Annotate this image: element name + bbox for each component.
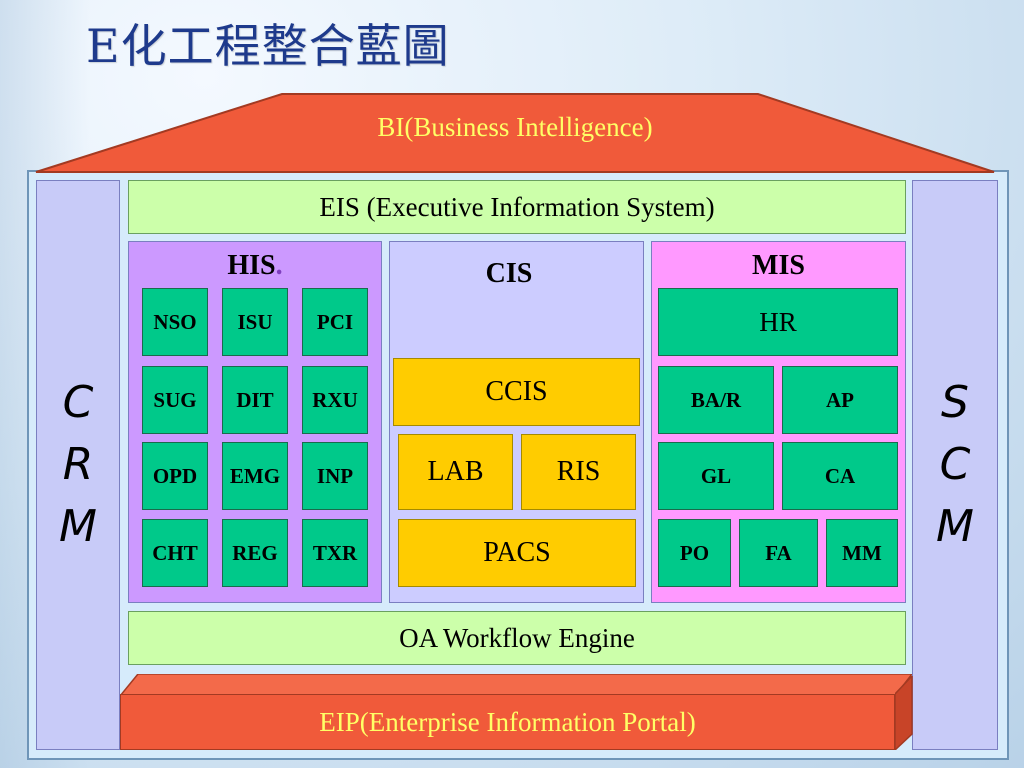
his-title: HIS. [227,250,283,281]
module-txr: TXR [302,519,368,587]
module-ba-r: BA/R [658,366,774,434]
eis-bar: EIS (Executive Information System) [128,180,906,234]
module-reg: REG [222,519,288,587]
module-ap: AP [782,366,898,434]
module-cht: CHT [142,519,208,587]
eis-label: EIS (Executive Information System) [319,191,715,222]
bi-roof [35,93,995,173]
eip-base: EIP(Enterprise Information Portal) [120,694,895,750]
module-rxu: RXU [302,366,368,434]
module-dit: DIT [222,366,288,434]
crm-pillar: C R M [36,180,120,750]
module-sug: SUG [142,366,208,434]
crm-label: C R M [59,377,97,552]
eip-top-face [120,674,912,696]
eip-side-face [895,676,913,750]
module-pacs: PACS [398,519,636,587]
oa-label: OA Workflow Engine [399,622,635,653]
scm-pillar: S C M [912,180,998,750]
oa-workflow-bar: OA Workflow Engine [128,611,906,665]
page-title: E化工程整合藍圖 [86,19,450,73]
his-title-dot: . [275,250,283,281]
module-inp: INP [302,442,368,510]
module-opd: OPD [142,442,208,510]
module-pci: PCI [302,288,368,356]
module-hr: HR [658,288,898,356]
module-lab: LAB [398,434,513,510]
module-nso: NSO [142,288,208,356]
module-mm: MM [826,519,898,587]
eip-label: EIP(Enterprise Information Portal) [319,706,696,737]
module-ca: CA [782,442,898,510]
scm-label: S C M [936,377,974,552]
module-fa: FA [739,519,818,587]
module-emg: EMG [222,442,288,510]
module-po: PO [658,519,731,587]
mis-title: MIS [752,250,805,281]
bi-label: BI(Business Intelligence) [377,112,653,142]
module-ccis: CCIS [393,358,640,426]
module-isu: ISU [222,288,288,356]
module-ris: RIS [521,434,636,510]
module-gl: GL [658,442,774,510]
cis-title: CIS [485,258,533,289]
